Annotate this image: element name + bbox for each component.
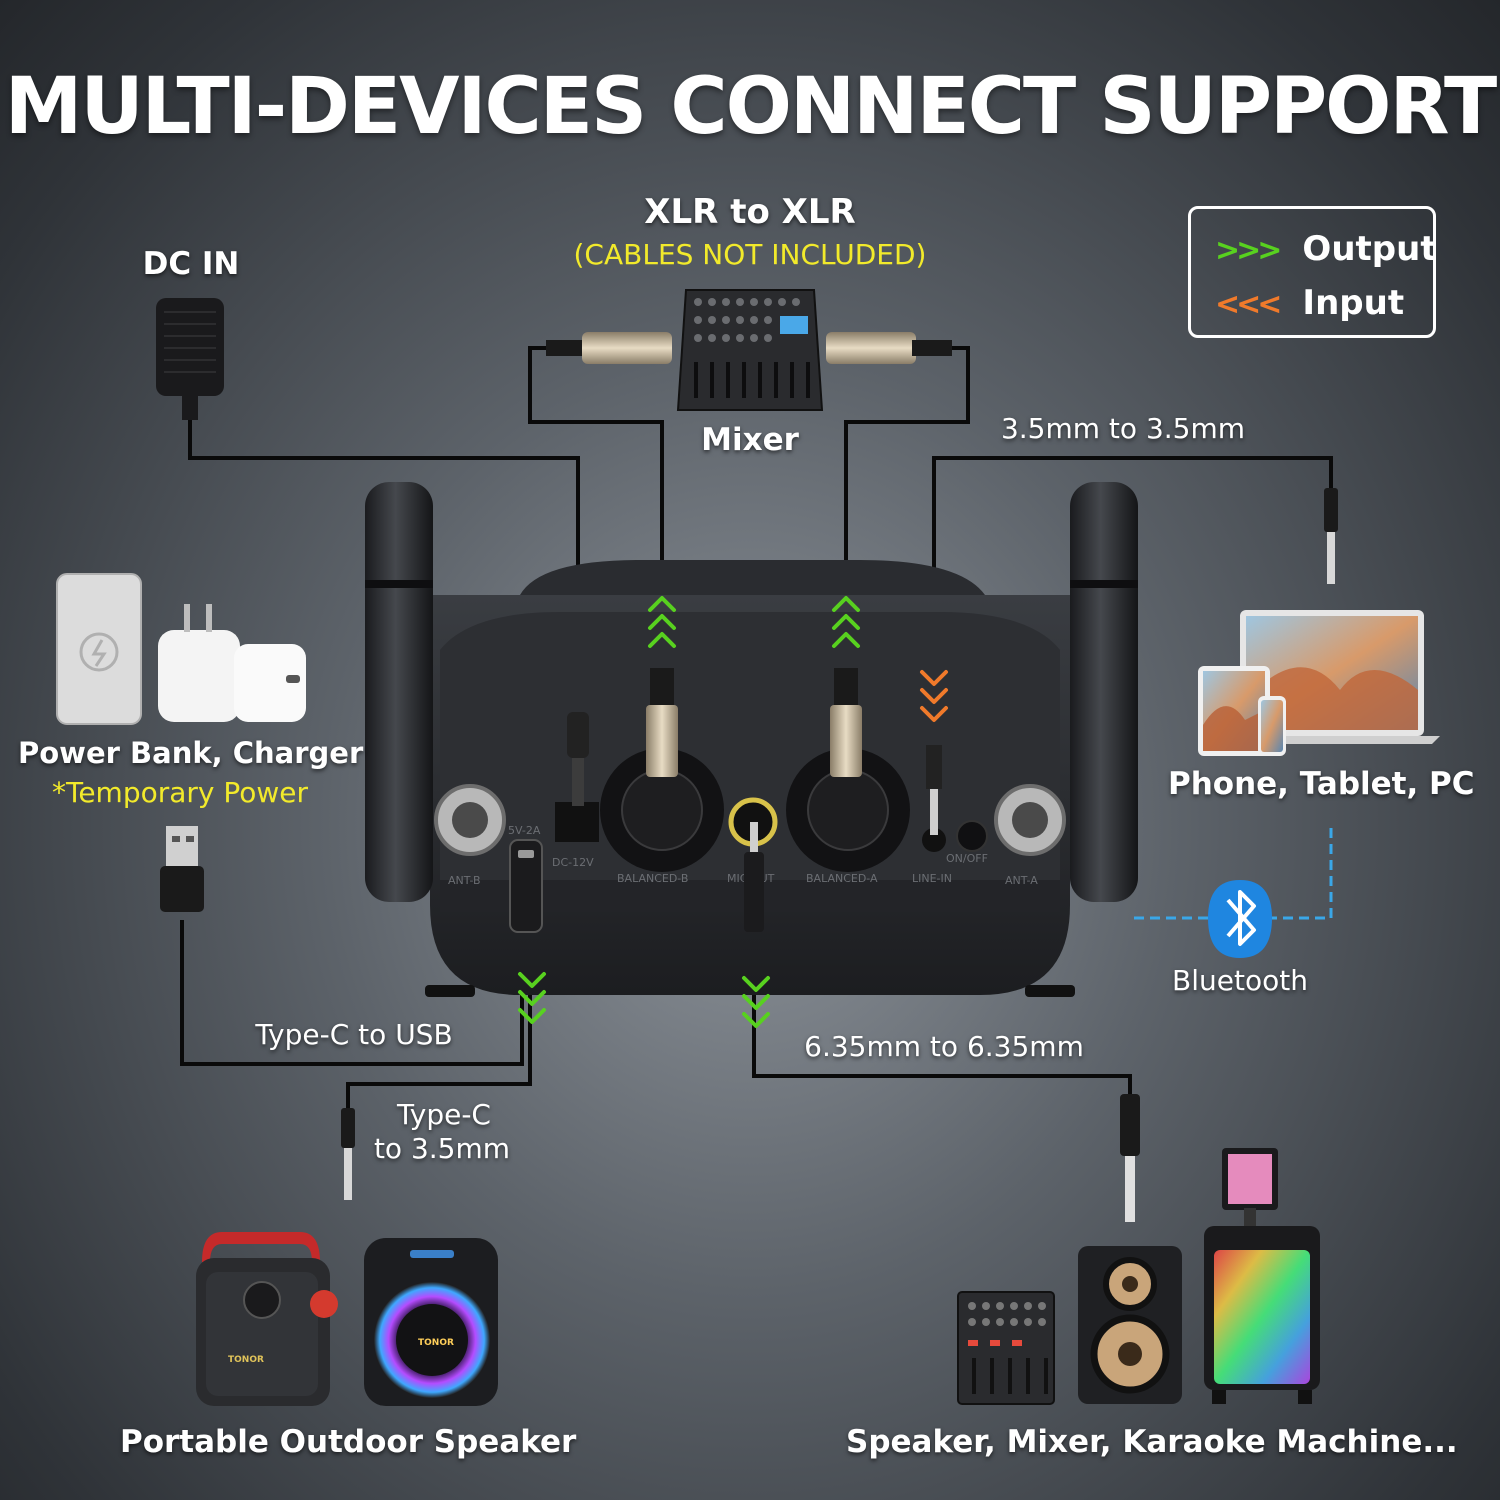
xlr-connector-right [826, 332, 916, 364]
bluetooth-link [1128, 828, 1333, 920]
label-portable-speaker: Portable Outdoor Speaker [120, 1424, 577, 1460]
panel-label-ant-b: ANT-B [448, 874, 481, 887]
xlr-plug-left [646, 705, 678, 777]
panel-label-dc: DC-12V [552, 856, 594, 869]
legend-input-label: Input [1302, 283, 1405, 323]
output-arrows-xlr-left [648, 596, 676, 648]
phone-icon [1258, 696, 1286, 756]
label-jack-635mm: 6.35mm to 6.35mm [804, 1030, 1084, 1063]
typec-aux-plug-icon [341, 1108, 355, 1200]
legend-input: <<< Input [1215, 283, 1404, 323]
label-mixer: Mixer [701, 422, 799, 458]
output-arrows-type-c [518, 972, 546, 1024]
brand-label-party: TONOR [418, 1338, 454, 1348]
aux-plug-icon [1324, 488, 1338, 584]
xlr-connector-left [582, 332, 672, 364]
party-speaker-icon [364, 1238, 498, 1406]
bookshelf-speaker-icon [1078, 1246, 1182, 1404]
label-temporary-power: *Temporary Power [51, 776, 309, 809]
panel-label-balanced-b: BALANCED-B [617, 872, 688, 885]
legend-output: >>> Output [1215, 229, 1437, 269]
panel-label-line-in: LINE-IN [912, 872, 952, 885]
panel-label-ant-a: ANT-A [1005, 874, 1038, 887]
output-arrows-xlr-right [832, 596, 860, 648]
panel-label-5v: 5V-2A [508, 824, 541, 837]
input-arrows-line-in [920, 670, 948, 722]
legend: >>> Output <<< Input [1188, 206, 1437, 338]
panel-label-on-off: ON/OFF [946, 852, 988, 865]
output-arrow-icon: >>> [1215, 233, 1282, 268]
bluetooth-icon [1208, 880, 1272, 958]
legend-output-label: Output [1302, 229, 1437, 269]
label-aux-35mm: 3.5mm to 3.5mm [1000, 412, 1246, 445]
page-title: MULTI-DEVICES CONNECT SUPPORT [4, 62, 1498, 152]
brand-label-portable: TONOR [228, 1355, 264, 1365]
label-cables-note: (CABLES NOT INCLUDED) [573, 238, 927, 271]
label-power-bank: Power Bank, Charger [18, 736, 364, 770]
panel-label-balanced-a: BALANCED-A [806, 872, 878, 885]
power-adapter-icon [156, 298, 224, 420]
xlr-plug-right [830, 705, 862, 777]
input-arrow-icon: <<< [1215, 287, 1282, 322]
power-bank-icon [56, 573, 142, 725]
label-bluetooth: Bluetooth [1172, 964, 1308, 997]
output-arrows-6-35 [742, 976, 770, 1028]
wall-charger-icon [158, 604, 306, 722]
jack-plug-icon [1120, 1094, 1140, 1222]
portable-speaker-icon [196, 1232, 338, 1406]
receiver [365, 482, 1138, 997]
label-speaker-mixer-karaoke: Speaker, Mixer, Karaoke Machine... [846, 1424, 1458, 1460]
label-dc-in: DC IN [142, 246, 240, 282]
karaoke-machine-icon [1204, 1148, 1320, 1404]
tablet-icon [1198, 666, 1270, 756]
label-xlr: XLR to XLR [644, 192, 856, 232]
usb-plug-icon [160, 826, 204, 912]
label-typec-35-line2: to 3.5mm [373, 1132, 511, 1165]
mixer-icon [676, 289, 824, 411]
label-typec-35-line1: Type-C [397, 1098, 491, 1131]
label-typec-usb: Type-C to USB [255, 1018, 453, 1051]
dj-mixer-icon [957, 1291, 1055, 1405]
label-phone-tablet-pc: Phone, Tablet, PC [1168, 766, 1475, 802]
